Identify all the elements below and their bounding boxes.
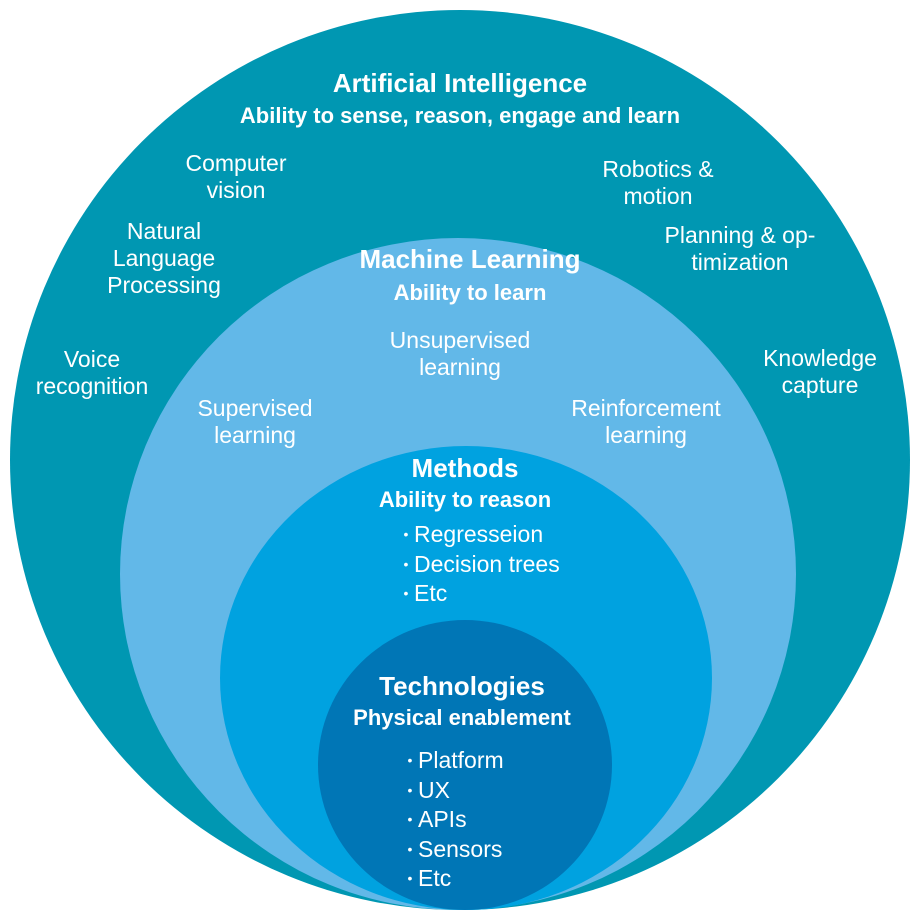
ai-subtitle: Ability to sense, reason, engage and lea… xyxy=(239,103,681,128)
tech-bullet: •UX xyxy=(407,776,450,803)
ai-item-robotics: Robotics &motion xyxy=(602,156,714,210)
ml-subtitle: Ability to learn xyxy=(393,280,547,305)
tech-bullet: •Platform xyxy=(407,747,504,773)
ai-title: Artificial Intelligence xyxy=(332,68,588,98)
methods-bullet-list: •Regresseion •Decision trees •Etc xyxy=(398,520,560,609)
technologies-circle xyxy=(318,620,612,910)
ai-item-planning: Planning & op-timization xyxy=(664,222,816,276)
tech-bullet: •Etc xyxy=(407,865,452,891)
tech-subtitle: Physical enablement xyxy=(353,705,571,730)
tech-bullet: •APIs xyxy=(407,806,467,832)
methods-subtitle: Ability to reason xyxy=(378,487,552,512)
methods-bullet: •Decision trees xyxy=(403,550,560,577)
ml-title: Machine Learning xyxy=(359,244,581,274)
methods-title: Methods xyxy=(411,453,519,483)
tech-bullet-list: •Platform •UX •APIs •Sensors •Etc xyxy=(402,746,504,894)
tech-title: Technologies xyxy=(379,671,545,701)
methods-bullet: •Regresseion xyxy=(403,521,544,547)
tech-bullet: •Sensors xyxy=(407,835,503,862)
methods-bullet: •Etc xyxy=(403,580,448,606)
